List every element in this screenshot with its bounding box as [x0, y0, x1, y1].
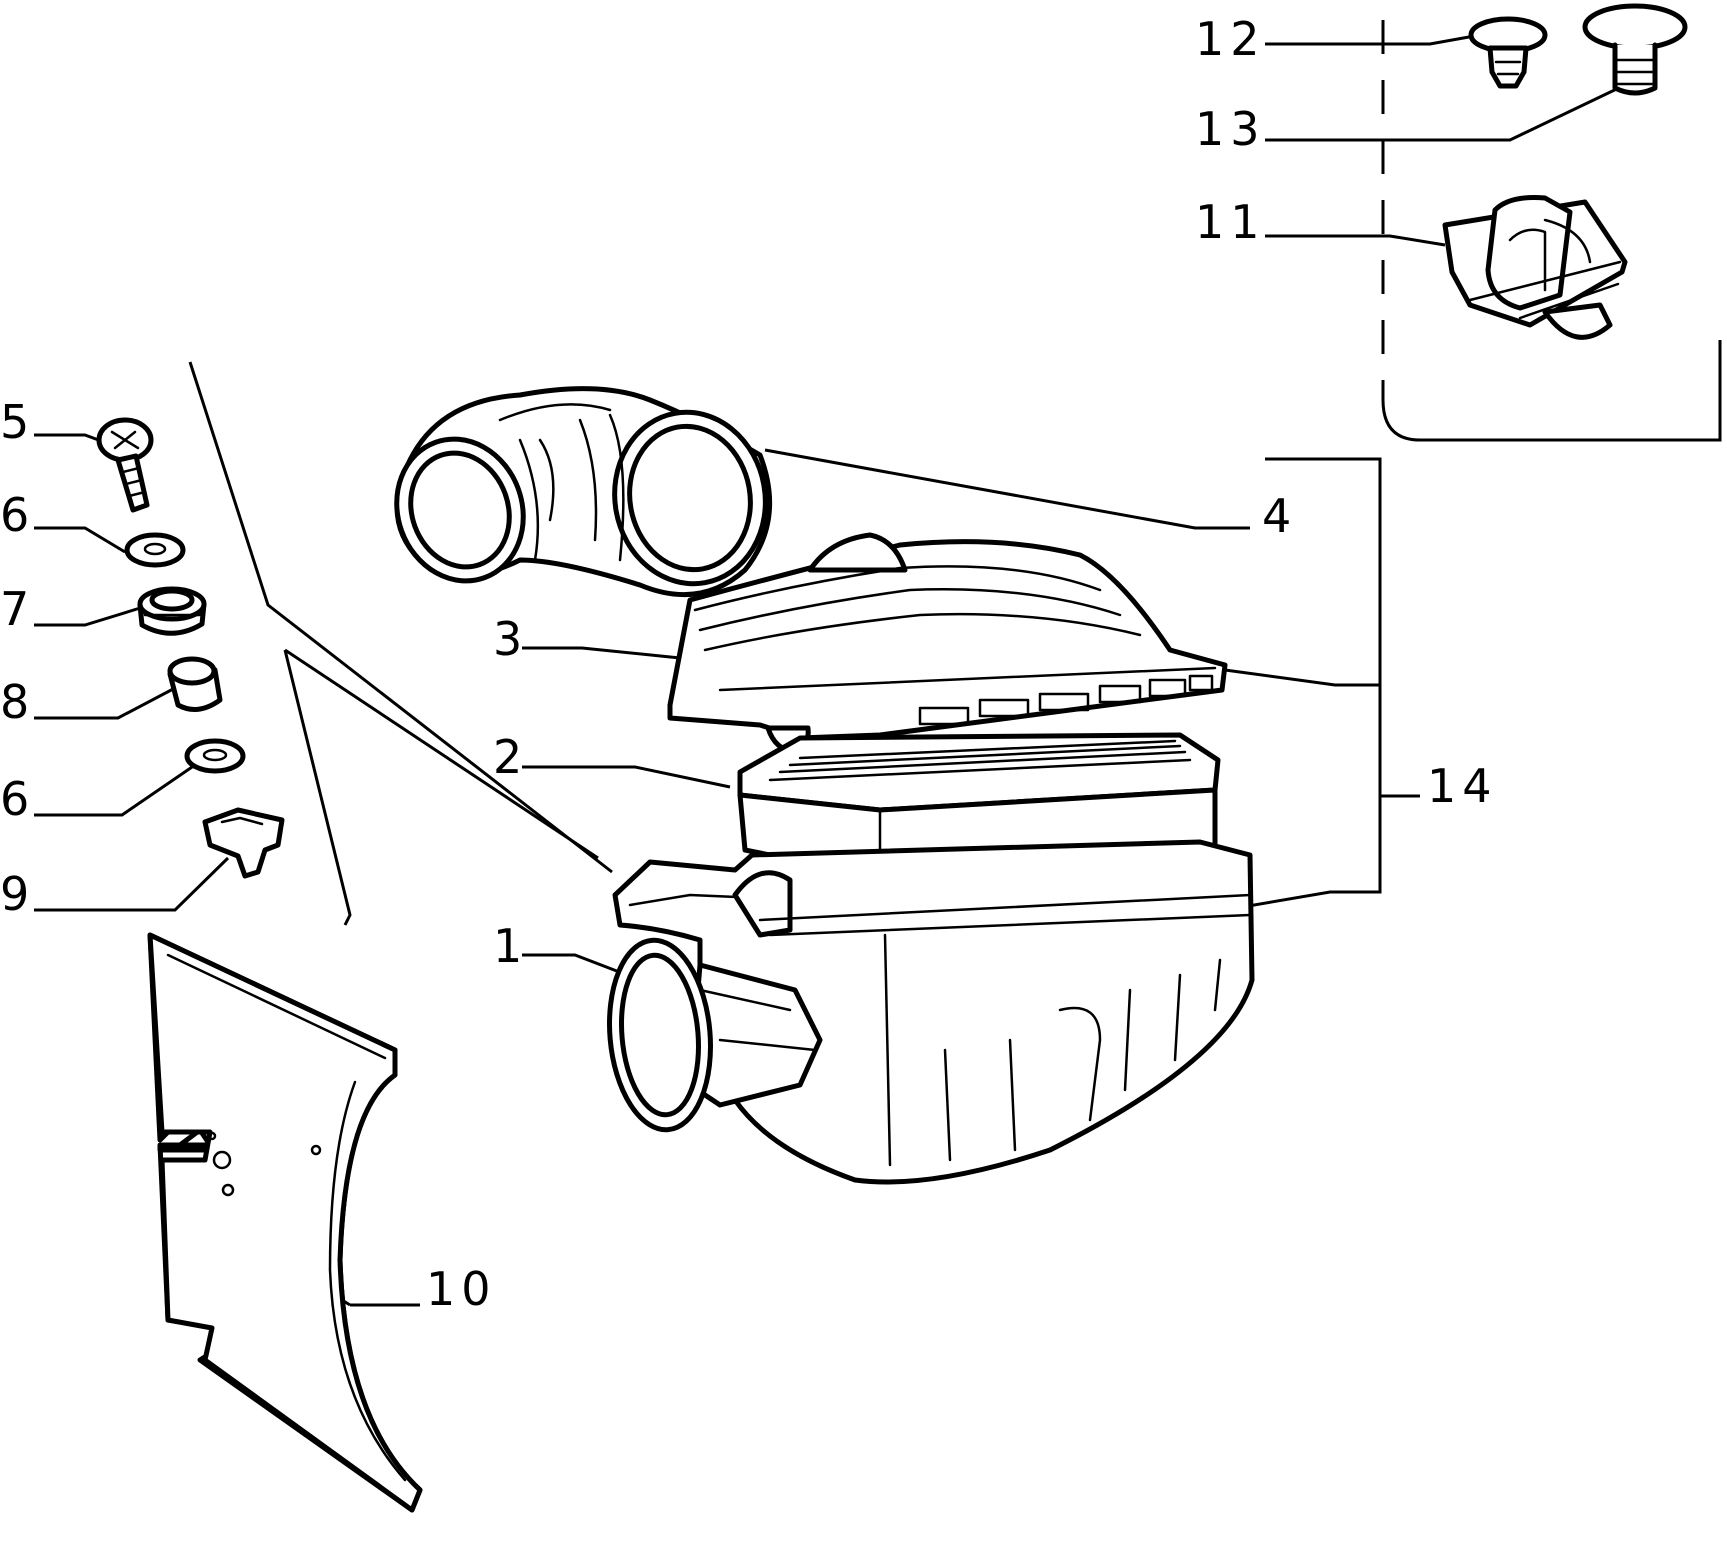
part-13-fastener	[1582, 3, 1688, 96]
inset-box	[1381, 20, 1722, 442]
part-5-screw	[96, 417, 154, 513]
label-4: 4	[1262, 489, 1297, 543]
label-3: 3	[493, 612, 528, 666]
label-9: 9	[0, 867, 35, 921]
part-7-grommet	[137, 586, 207, 636]
part-1-housing-base	[607, 839, 1255, 1185]
label-11: 11	[1195, 195, 1266, 249]
label-13: 13	[1195, 102, 1266, 156]
label-7: 7	[0, 582, 35, 636]
part-6-upper-washer	[124, 532, 186, 568]
label-2: 2	[493, 730, 528, 784]
callout-labels: 5 6 7 8 6 9 1 2 3 4 14 10 12 13 11	[0, 12, 1498, 1316]
part-9-clip-nut	[202, 807, 285, 879]
label-12: 12	[1195, 12, 1266, 66]
part-6-lower-washer	[184, 738, 246, 774]
part-10-heat-shield	[147, 932, 423, 1513]
part-3-housing-lid	[667, 532, 1228, 755]
label-5: 5	[0, 395, 35, 449]
part-4-intake-hose	[394, 386, 773, 598]
leader-lines	[34, 33, 1626, 1307]
label-6-lower: 6	[0, 772, 35, 826]
label-8: 8	[0, 675, 35, 729]
part-8-spacer	[167, 656, 223, 712]
label-14: 14	[1427, 759, 1498, 813]
part-11-bracket-clip	[1442, 195, 1628, 340]
label-10: 10	[426, 1262, 497, 1316]
part-12-push-clip	[1468, 16, 1548, 89]
label-6-upper: 6	[0, 488, 35, 542]
label-1: 1	[493, 919, 528, 973]
